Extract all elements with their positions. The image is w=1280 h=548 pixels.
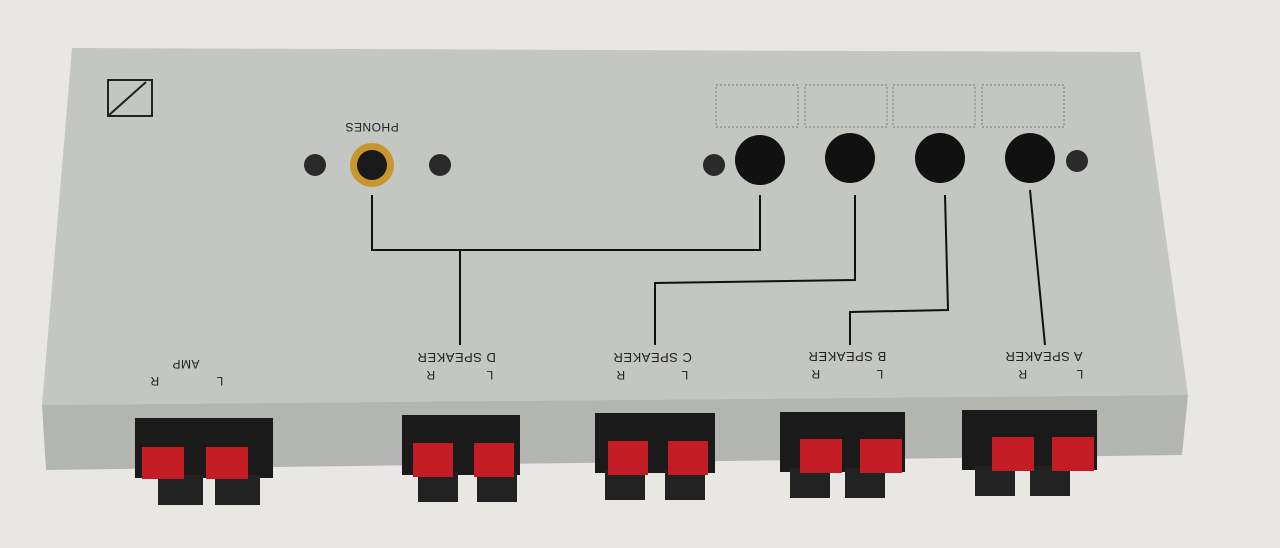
screw-icons (304, 150, 1088, 176)
terminal-blocks[interactable] (135, 410, 1097, 505)
b-right-label: R (811, 367, 821, 381)
amp-left-label: L (216, 374, 224, 388)
logo-icon (107, 79, 153, 117)
wiring-lines (371, 189, 1046, 346)
b-terminals (780, 412, 905, 498)
c-terminals (595, 413, 715, 500)
amp-right-label: R (150, 374, 160, 388)
d-terminals (402, 415, 520, 502)
d-left-label: L (486, 368, 494, 382)
c-right-label: R (616, 368, 626, 382)
a-right-label: R (1018, 367, 1028, 381)
amp-terminals (135, 418, 273, 505)
a-left-label: L (1076, 367, 1084, 381)
d-speaker-label: D SPEAKER (417, 350, 496, 365)
top-panel (42, 48, 1188, 405)
phones-jack[interactable] (350, 143, 394, 187)
b-speaker-label: B SPEAKER (808, 349, 887, 364)
b-left-label: L (876, 367, 884, 381)
label-boxes (715, 84, 1065, 128)
c-speaker-label: C SPEAKER (613, 350, 692, 365)
a-terminals (962, 410, 1097, 496)
a-speaker-label: A SPEAKER (1005, 349, 1083, 364)
speaker-knobs[interactable] (735, 133, 1055, 185)
phones-label: PHONES (345, 120, 399, 134)
amp-label: AMP (172, 357, 200, 371)
c-left-label: L (681, 368, 689, 382)
d-right-label: R (426, 368, 436, 382)
